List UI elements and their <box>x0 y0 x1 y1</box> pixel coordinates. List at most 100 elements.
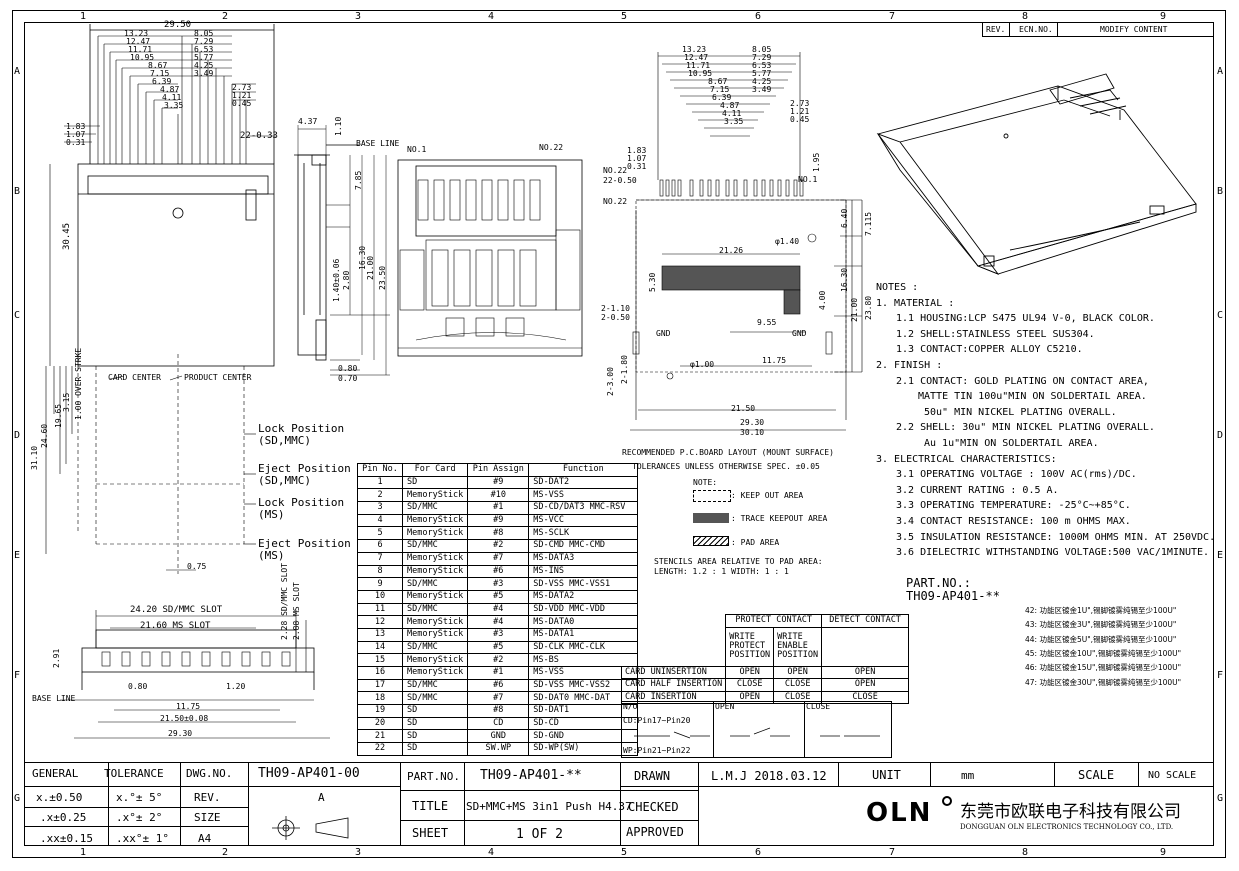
pcb-dim-110: 2-1.10 <box>601 304 630 313</box>
zone-row-right-G: G <box>1217 793 1224 804</box>
pin-cell: 1 <box>357 475 403 490</box>
pin-header-0: Pin No. <box>357 463 403 477</box>
trace-label: : TRACE KEEPOUT AREA <box>731 514 828 523</box>
zone-row-left-B: B <box>14 186 21 197</box>
pcb-dim-right-3: 5.77 <box>752 69 772 78</box>
zone-col-bottom-3: 3 <box>355 847 362 858</box>
pin-cell: #1 <box>467 501 530 515</box>
pin-cell: 19 <box>357 704 403 718</box>
zone-col-top-3: 3 <box>355 11 362 22</box>
registered-icon <box>942 796 952 806</box>
front-dim-1175: 11.75 <box>176 702 201 711</box>
top-dim-right-8: 0.45 <box>232 99 252 108</box>
part-option-2: 44: 功能区镀金5U",锡脚镀雾纯锡至少100U" <box>1025 634 1177 644</box>
zone-row-left-C: C <box>14 310 21 321</box>
switch-cell: OPEN <box>821 678 910 692</box>
switch-table: PROTECT CONTACT DETECT CONTACT WRITE PRO… <box>620 614 910 704</box>
front-dim-288: 2.88 MS SLOT <box>292 582 301 640</box>
pcb-dim-1630: 16.30 <box>840 267 849 292</box>
switch-cell: OPEN <box>773 665 823 679</box>
dim-075: 0.75 <box>187 562 207 571</box>
drawing-frame <box>12 10 1226 858</box>
switch-cell: CARD HALF INSERTION <box>620 678 727 692</box>
top-dim-right-3: 5.77 <box>194 53 214 62</box>
tb-unit-value: mm <box>961 769 975 782</box>
side-dim-2100: 21.00 <box>366 255 375 280</box>
part-option-4: 46: 功能区镀金15U",锡脚镀雾纯锡至少100U" <box>1025 663 1182 673</box>
pin-cell: SD/MMC <box>401 539 469 553</box>
pin-cell: 18 <box>357 691 403 706</box>
pin-cell: #9 <box>467 475 530 490</box>
pcb-note: NOTE: <box>693 478 718 487</box>
front-dim-080: 0.80 <box>128 682 148 691</box>
pcb-dim-3010: 30.10 <box>740 428 765 437</box>
pcb-layout-drawing <box>630 52 863 431</box>
zone-row-right-B: B <box>1217 186 1224 197</box>
top-dim-left-7: 4.87 <box>160 85 180 94</box>
tb-scale: SCALE <box>1078 768 1115 782</box>
lock-sd-sub: (SD,MMC) <box>258 434 311 447</box>
top-dim-small-1: 1.07 <box>66 130 86 139</box>
note-line-16: 3.5 INSULATION RESISTANCE: 1000M OHMS MI… <box>896 531 1216 543</box>
pcb-dim-050: 2-0.50 <box>601 313 630 322</box>
zone-row-right-F: F <box>1217 670 1224 681</box>
pcb-dim-left-2: 11.71 <box>686 61 711 70</box>
zone-col-top-2: 2 <box>222 11 229 22</box>
pin-cell: SD/MMC <box>401 640 469 655</box>
modify-header: MODIFY CONTENT <box>1100 25 1168 34</box>
pin-cell: #7 <box>467 551 530 566</box>
pin-cell: #3 <box>467 627 530 642</box>
side-view-drawing <box>294 125 390 376</box>
pcb-dim-left-1: 12.47 <box>684 53 709 62</box>
pin-cell: MS-INS <box>528 564 639 579</box>
projection-symbol <box>272 816 349 840</box>
pcb-dim-2150: 21.50 <box>731 404 756 413</box>
note-line-17: 3.6 DIELECTRIC WITHSTANDING VOLTAGE:500 … <box>896 547 1210 559</box>
pcb-dim-530: 5.30 <box>648 272 657 292</box>
note-line-15: 3.4 CONTACT RESISTANCE: 100 m OHMS MAX. <box>896 516 1131 527</box>
zone-col-bottom-4: 4 <box>488 847 495 858</box>
pin-cell: #5 <box>467 589 530 604</box>
zone-col-bottom-9: 9 <box>1160 847 1167 858</box>
pcb-dim-955: 9.55 <box>757 318 777 327</box>
pin-header-1: For Card <box>401 463 469 477</box>
pin-cell: SD-CMD MMC-CMD <box>528 539 639 553</box>
tb-tol1b: x.°± 5° <box>116 791 163 804</box>
tb-partno: PART.NO. <box>407 770 460 783</box>
pin-cell: SD-DAT2 <box>528 475 639 490</box>
tb-tol2b: .x°± 2° <box>116 811 163 824</box>
top-dim-small-0: 1.83 <box>66 122 86 131</box>
stencil-line2: LENGTH: 1.2 : 1 WIDTH: 1 : 1 <box>654 567 789 576</box>
note-line-4: 1.3 CONTACT:COPPER ALLOY C5210. <box>896 344 1083 356</box>
pin-cell: #3 <box>467 577 530 591</box>
note-line-10: Au 1u"MIN ON SOLDERTAIL AREA. <box>924 438 1099 449</box>
top-dim-right-6: 2.73 <box>232 83 252 92</box>
zone-row-right-C: C <box>1217 310 1224 321</box>
pcb-dim-small-2: 0.31 <box>627 162 647 171</box>
detect-contact-header: DETECT CONTACT <box>821 614 910 628</box>
pin-cell: #8 <box>467 526 530 541</box>
pcb-dim-right-4: 4.25 <box>752 77 772 86</box>
product-center-label: PRODUCT CENTER <box>184 373 252 382</box>
zone-col-top-7: 7 <box>889 11 896 22</box>
top-dim-right-2: 6.53 <box>194 45 214 54</box>
tb-tol3: .xx±0.15 <box>40 832 93 845</box>
pcb-tolerance: TOLERANCES UNLESS OTHERWISE SPEC. ±0.05 <box>632 462 820 471</box>
company-logo: OLN <box>866 798 933 828</box>
side-dim-070: 0.70 <box>338 374 358 383</box>
pcb-dim-2380: 23.80 <box>864 295 873 320</box>
tb-approved: APPROVED <box>626 825 684 839</box>
pin-cell: 3 <box>357 501 403 515</box>
switch-symbols <box>634 727 880 739</box>
pin-cell: SD <box>401 704 469 718</box>
pcb-dim-left-9: 3.35 <box>724 117 744 126</box>
pin-cell: MemoryStick <box>401 526 469 541</box>
zone-row-left-E: E <box>14 550 21 561</box>
